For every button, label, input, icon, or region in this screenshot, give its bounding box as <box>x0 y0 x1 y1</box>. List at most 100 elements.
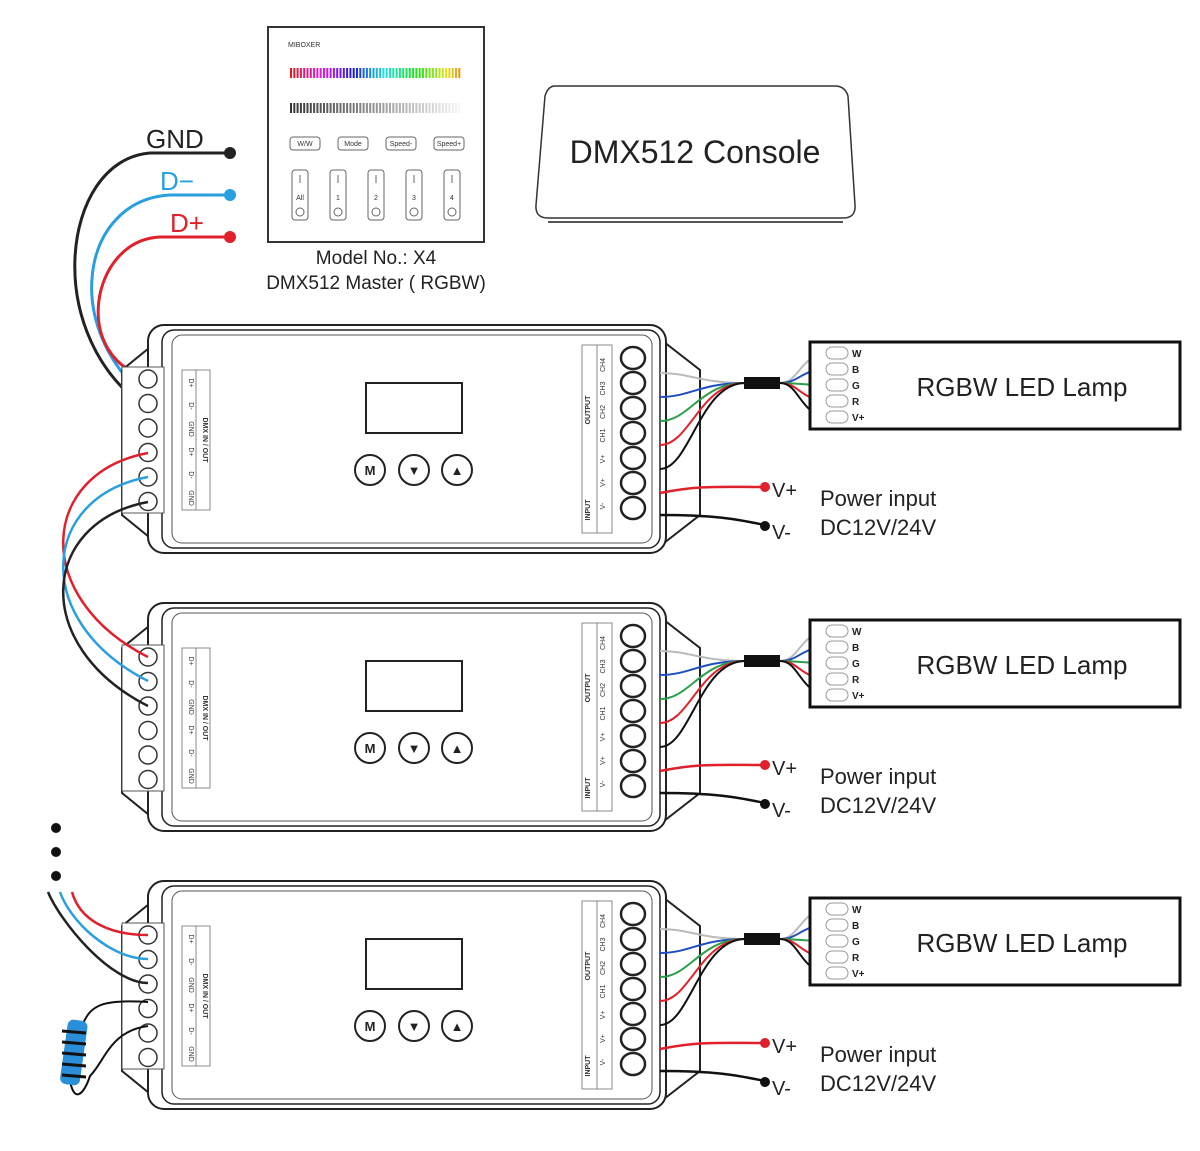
output-terminal <box>619 951 647 977</box>
svg-text:CH2: CH2 <box>600 683 607 697</box>
svg-text:D-: D- <box>187 402 194 410</box>
svg-text:B: B <box>852 643 859 654</box>
zone-switch[interactable]: 3 <box>405 169 423 221</box>
output-terminal <box>619 420 647 446</box>
svg-text:B: B <box>852 921 859 932</box>
svg-text:V+: V+ <box>772 1036 797 1058</box>
master-button[interactable]: Speed- <box>385 136 417 151</box>
power-spec-label: DC12V/24V <box>820 793 937 818</box>
svg-text:4: 4 <box>450 195 454 202</box>
gnd-wire <box>73 151 230 412</box>
terminal-resistor-icon <box>60 1000 149 1096</box>
svg-text:D-: D- <box>187 680 194 688</box>
dminus-label: D− <box>160 166 194 196</box>
svg-text:D-: D- <box>187 958 194 966</box>
up-button[interactable]: ▲ <box>441 732 473 764</box>
output-terminal <box>619 395 647 421</box>
gnd-label: GND <box>146 124 204 154</box>
master-model: Model No.: X4 <box>316 248 437 269</box>
cable-connector <box>744 377 780 389</box>
svg-text:V+: V+ <box>772 758 797 780</box>
svg-text:CH1: CH1 <box>600 984 607 998</box>
zone-switch[interactable]: 2 <box>367 169 385 221</box>
power-input-label: Power input <box>820 1042 936 1067</box>
svg-text:G: G <box>852 937 860 948</box>
dplus-wire <box>96 235 230 380</box>
svg-text:D+: D+ <box>187 656 194 665</box>
dmx-terminal <box>138 491 158 512</box>
svg-text:V+: V+ <box>600 1011 607 1020</box>
svg-text:D-: D- <box>187 749 194 757</box>
brightness-strip <box>290 103 461 113</box>
output-terminal <box>619 1026 647 1052</box>
down-button[interactable]: ▼ <box>398 732 430 764</box>
output-terminal <box>619 345 647 371</box>
output-terminal <box>619 1001 647 1027</box>
mode-button[interactable]: M <box>354 732 386 764</box>
svg-text:GND: GND <box>187 977 194 993</box>
output-terminal <box>619 773 647 799</box>
lamp-label: RGBW LED Lamp <box>917 372 1128 402</box>
color-wheel-strip <box>290 68 461 78</box>
dmx-input-bus: GND D− D+ <box>73 124 236 412</box>
svg-text:V+: V+ <box>852 691 865 702</box>
svg-text:V+: V+ <box>852 969 865 980</box>
svg-text:DMX IN / OUT: DMX IN / OUT <box>201 417 208 463</box>
master-desc: DMX512 Master ( RGBW) <box>266 273 486 294</box>
down-button[interactable]: ▼ <box>398 1010 430 1042</box>
svg-text:M: M <box>365 1019 376 1034</box>
dmx-terminal <box>138 720 158 741</box>
down-button[interactable]: ▼ <box>398 454 430 486</box>
power-spec-label: DC12V/24V <box>820 515 937 540</box>
master-button[interactable]: Mode <box>337 136 369 151</box>
svg-text:V+: V+ <box>772 480 797 502</box>
master-button[interactable]: Speed+ <box>433 136 465 151</box>
svg-text:OUTPUT: OUTPUT <box>585 395 592 425</box>
output-terminal <box>619 673 647 699</box>
svg-text:▲: ▲ <box>451 1019 464 1034</box>
output-terminal <box>619 445 647 471</box>
lamp-label: RGBW LED Lamp <box>917 650 1128 680</box>
up-button[interactable]: ▲ <box>441 454 473 486</box>
zone-switch[interactable]: All <box>291 169 309 221</box>
svg-text:CH3: CH3 <box>600 937 607 951</box>
lcd-display <box>365 660 463 712</box>
svg-text:G: G <box>852 381 860 392</box>
dmx-master-panel: MIBOXER W/W Mode Speed- Speed+ All 1 2 3 4 Mode… <box>266 26 486 294</box>
dmx-terminal <box>138 369 158 389</box>
dmx-terminal <box>138 998 158 1019</box>
svg-text:W: W <box>852 905 862 916</box>
svg-text:GND: GND <box>187 421 194 437</box>
svg-text:GND: GND <box>187 699 194 715</box>
svg-text:2: 2 <box>374 195 378 202</box>
power-input-label: Power input <box>820 764 936 789</box>
dmx-terminal <box>138 1047 158 1068</box>
svg-text:W/W: W/W <box>297 141 313 148</box>
output-terminal <box>619 495 647 521</box>
svg-text:R: R <box>852 675 860 686</box>
svg-text:V-: V- <box>772 1078 791 1100</box>
svg-text:R: R <box>852 397 860 408</box>
svg-text:V+: V+ <box>600 733 607 742</box>
svg-text:V+: V+ <box>600 478 607 487</box>
mode-button[interactable]: M <box>354 454 386 486</box>
master-brand: MIBOXER <box>288 42 320 49</box>
zone-switch[interactable]: 4 <box>443 169 461 221</box>
output-terminal <box>619 748 647 774</box>
dmx-terminal <box>138 671 158 692</box>
zone-switch[interactable]: 1 <box>329 169 347 221</box>
svg-text:Speed+: Speed+ <box>437 141 461 148</box>
dmx-terminal <box>138 769 158 790</box>
up-button[interactable]: ▲ <box>441 1010 473 1042</box>
svg-text:B: B <box>852 365 859 376</box>
master-button[interactable]: W/W <box>289 136 321 151</box>
svg-text:D+: D+ <box>187 1003 194 1012</box>
mode-button[interactable]: M <box>354 1010 386 1042</box>
dmx-terminal <box>138 745 158 765</box>
svg-text:D-: D- <box>187 1027 194 1035</box>
